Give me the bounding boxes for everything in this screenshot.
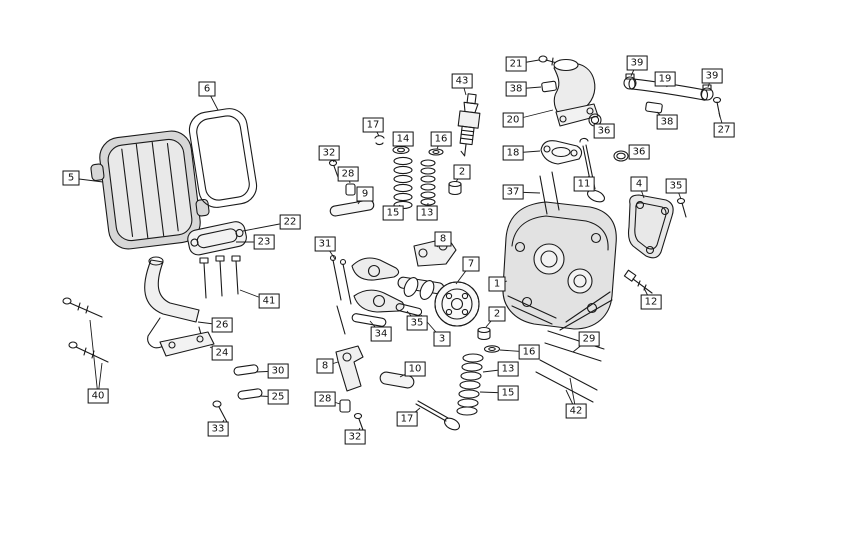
callout-3: 3 (433, 331, 451, 347)
valve-spring-inner-part (420, 159, 436, 206)
valve-seal-top-part (448, 180, 462, 196)
spacer-28-bottom-part (339, 399, 351, 413)
callout-41: 41 (258, 293, 280, 309)
callout-37: 37 (502, 184, 524, 200)
valve-bottom-part (415, 400, 460, 431)
callout-1: 1 (488, 276, 506, 292)
intake-elbow-part (553, 58, 599, 127)
callout-35: 35 (665, 178, 687, 194)
callout-40: 40 (87, 388, 109, 404)
callout-2: 2 (488, 306, 506, 322)
callout-15: 15 (497, 385, 519, 401)
callout-11: 11 (573, 176, 595, 192)
callout-13: 13 (416, 205, 438, 221)
valve-spring-outer-part (393, 156, 413, 210)
callout-2: 2 (453, 164, 471, 180)
callout-23: 23 (253, 234, 275, 250)
callout-36: 36 (593, 123, 615, 139)
hose-clamp-a-part (623, 73, 637, 90)
screw-32-bottom-part (353, 412, 364, 431)
callout-30: 30 (267, 363, 289, 379)
callout-10: 10 (404, 361, 426, 377)
callout-21: 21 (505, 56, 527, 72)
callout-42: 42 (565, 403, 587, 419)
callout-7: 7 (462, 256, 480, 272)
callout-29: 29 (578, 331, 600, 347)
spacer-28-top-part (345, 183, 356, 196)
callout-18: 18 (502, 145, 524, 161)
callout-33: 33 (207, 421, 229, 437)
callout-15: 15 (382, 205, 404, 221)
callout-35: 35 (406, 315, 428, 331)
callout-39: 39 (701, 68, 723, 84)
callout-5: 5 (62, 170, 80, 186)
callout-14: 14 (392, 131, 414, 147)
breather-plate-part (187, 221, 247, 256)
callout-16: 16 (518, 344, 540, 360)
callout-38: 38 (505, 81, 527, 97)
callout-43: 43 (451, 73, 473, 89)
bolt-12-part (623, 269, 653, 294)
callout-8: 8 (434, 231, 452, 247)
fitting-38-left-part (541, 80, 557, 93)
screws-40-part (62, 297, 109, 363)
callout-13: 13 (497, 361, 519, 377)
fitting-38-right-part (645, 101, 663, 114)
side-cover-part (627, 194, 674, 259)
valve-cover-part (90, 130, 210, 250)
spring-retainer-16-part (428, 148, 444, 156)
valve-spring-bottom-part (456, 353, 484, 416)
callout-38: 38 (656, 114, 678, 130)
valve-keepers-part (374, 135, 385, 146)
rocker-shaft-part (329, 199, 375, 217)
callout-20: 20 (502, 112, 524, 128)
callout-25: 25 (267, 389, 289, 405)
cylinder-head-part (502, 201, 617, 331)
spark-plug-part (457, 93, 481, 157)
pipe-bracket-part (144, 256, 203, 349)
callout-17: 17 (362, 117, 384, 133)
guide-bracket-part (335, 345, 364, 392)
callout-24: 24 (211, 345, 233, 361)
hose-clamp-b-part (700, 84, 714, 101)
manifold-gasket-part (540, 140, 583, 165)
leader-line (89, 319, 99, 397)
callout-22: 22 (279, 214, 301, 230)
cover-bolts-part (199, 255, 241, 299)
callout-32: 32 (318, 145, 340, 161)
valve-seal-bottom-part (477, 326, 491, 341)
callout-36: 36 (628, 144, 650, 160)
studs-42-part (535, 359, 598, 403)
callout-32: 32 (344, 429, 366, 445)
o-ring-b-part (613, 150, 629, 162)
cover-gasket-part (188, 108, 258, 208)
callout-9: 9 (356, 186, 374, 202)
callout-19: 19 (654, 71, 676, 87)
callout-8: 8 (316, 358, 334, 374)
callout-6: 6 (198, 81, 216, 97)
callout-39: 39 (626, 55, 648, 71)
callout-31: 31 (314, 236, 336, 252)
dowel-pins-part (233, 364, 263, 400)
camshaft-part (397, 276, 480, 327)
bracket-plate-part (159, 331, 215, 357)
rocker-arm-assembly-part (351, 257, 423, 327)
callout-12: 12 (640, 294, 662, 310)
callout-16: 16 (430, 131, 452, 147)
spring-retainer-bottom-part (483, 345, 501, 353)
callout-27: 27 (713, 122, 735, 138)
screw-33-part (212, 400, 229, 425)
callout-17: 17 (396, 411, 418, 427)
callout-28: 28 (337, 166, 359, 182)
callout-26: 26 (211, 317, 233, 333)
callout-4: 4 (630, 176, 648, 192)
callout-34: 34 (370, 326, 392, 342)
callout-28: 28 (314, 391, 336, 407)
head-studs-part (539, 171, 560, 215)
